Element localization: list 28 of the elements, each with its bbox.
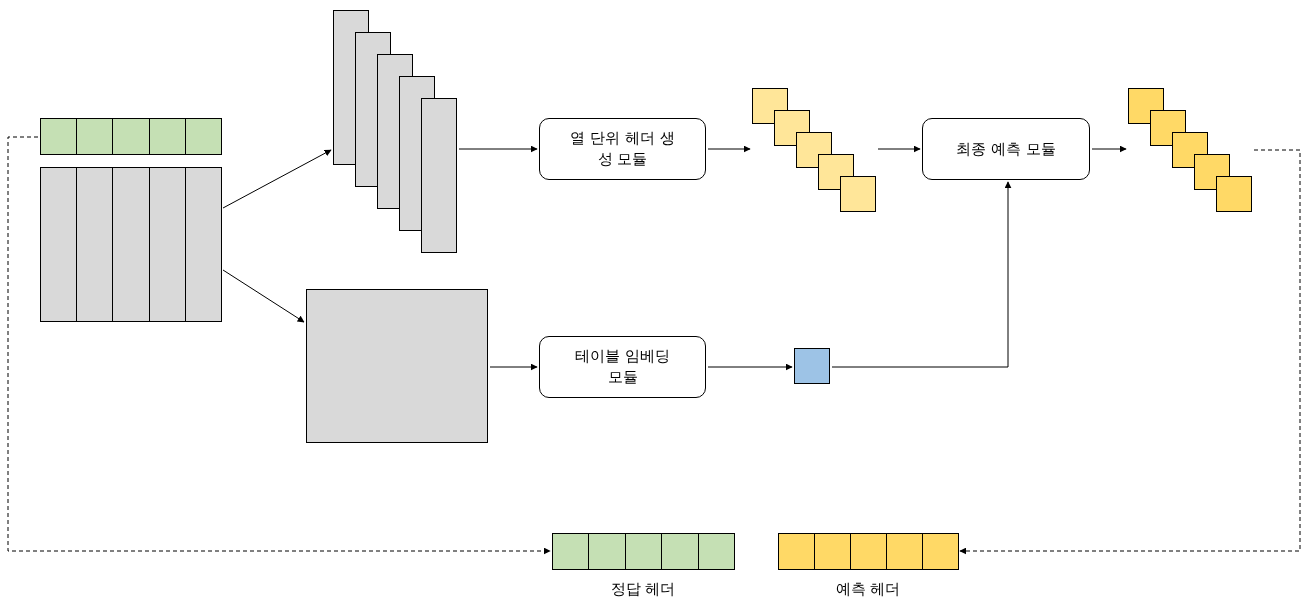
dashed-arrow [7,136,551,555]
table-embedding-square [794,348,830,384]
embedding-stack-drawing [752,88,876,212]
arrow [877,145,921,153]
arrow [707,145,751,153]
predicted-header-drawing [778,533,958,600]
bar-label: 예측 헤더 [834,580,902,598]
module-label: 열 단위 헤더 생성 모듈 [569,128,676,170]
feature-map-square [306,289,488,443]
prediction-stack-drawing [1128,88,1252,212]
dashed-arrow [959,149,1301,555]
arrow [222,269,305,323]
arrow [489,363,538,371]
arrow [1091,145,1127,153]
module-box [539,118,706,180]
feature-map-stack-drawing [333,10,457,253]
header-row-drawing [40,118,221,155]
bar-label: 정답 헤더 [609,580,677,598]
arrow [458,145,538,153]
module-box [922,118,1090,180]
arrow [831,181,1012,368]
module-label: 테이블 임베딩 모듈 [574,346,671,388]
module-label: 최종 예측 모듈 [955,138,1057,160]
arrow [707,363,793,371]
module-box [539,336,706,398]
table-drawing [40,167,221,322]
answer-header-drawing [552,533,734,600]
arrow [222,149,332,209]
